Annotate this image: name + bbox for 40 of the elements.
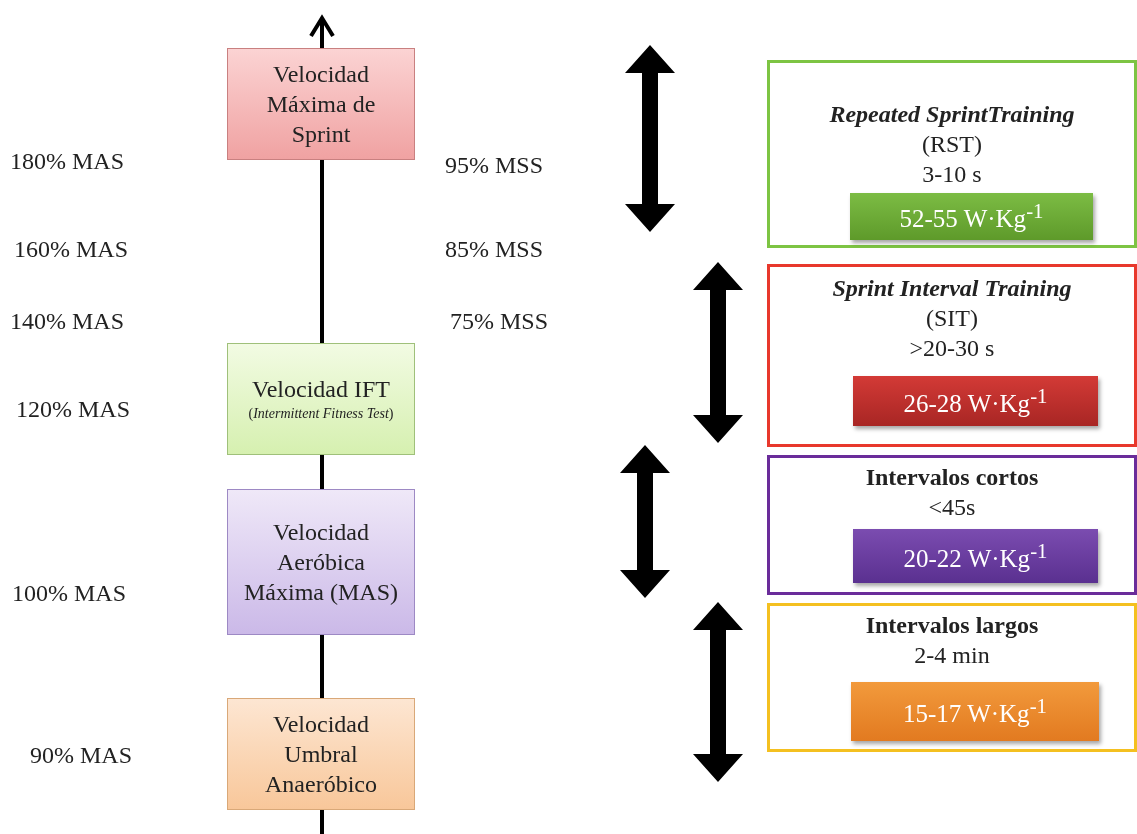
training-title: Sprint Interval Training	[832, 274, 1072, 303]
training-detail: 3-10 s	[922, 160, 982, 189]
axis-speed-box	[227, 698, 415, 810]
training-title: Repeated SprintTraining	[829, 100, 1075, 129]
power-value: 20-22 W·Kg$^{-1}$	[903, 538, 1048, 574]
power-bar	[850, 193, 1093, 240]
percent-label: 140% MAS	[10, 308, 124, 335]
percent-label: 120% MAS	[16, 396, 130, 423]
percent-label: 75% MSS	[450, 308, 549, 335]
power-value: 15-17 W·Kg$^{-1}$	[903, 694, 1047, 729]
power-value: 26-28 W·Kg$^{-1}$	[903, 383, 1048, 419]
training-detail: (RST)	[922, 130, 982, 159]
percent-label: 90% MAS	[30, 742, 132, 769]
training-detail: >20-30 s	[909, 334, 995, 363]
training-box	[767, 60, 1137, 248]
training-detail: <45s	[928, 493, 976, 522]
percent-label: 160% MAS	[14, 236, 128, 263]
power-value: 52-55 W·Kg$^{-1}$	[899, 199, 1044, 234]
percent-label: 100% MAS	[12, 580, 126, 607]
training-box	[767, 455, 1137, 595]
axis-speed-box	[227, 489, 415, 635]
percent-label: 180% MAS	[10, 148, 124, 175]
speed-name: Velocidad Umbral Anaeróbico	[264, 710, 378, 799]
power-bar	[851, 682, 1099, 741]
percent-label: 95% MSS	[445, 152, 544, 179]
training-detail: (SIT)	[926, 304, 978, 333]
training-title: Intervalos largos	[865, 611, 1039, 640]
training-detail: 2-4 min	[914, 641, 990, 670]
axis-speed-box	[227, 48, 415, 160]
test-name: (Intermittent Fitness Test)	[247, 405, 395, 423]
percent-label: 85% MSS	[445, 236, 544, 263]
speed-name: Velocidad IFT	[251, 375, 391, 404]
training-box	[767, 264, 1137, 447]
training-title: Intervalos cortos	[865, 463, 1039, 492]
power-bar	[853, 376, 1098, 426]
axis-speed-box	[227, 343, 415, 455]
training-box	[767, 603, 1137, 752]
speed-name: Velocidad Máxima de Sprint	[265, 60, 377, 149]
power-bar	[853, 529, 1098, 583]
speed-name: Velocidad Aeróbica Máxima (MAS)	[243, 518, 399, 607]
